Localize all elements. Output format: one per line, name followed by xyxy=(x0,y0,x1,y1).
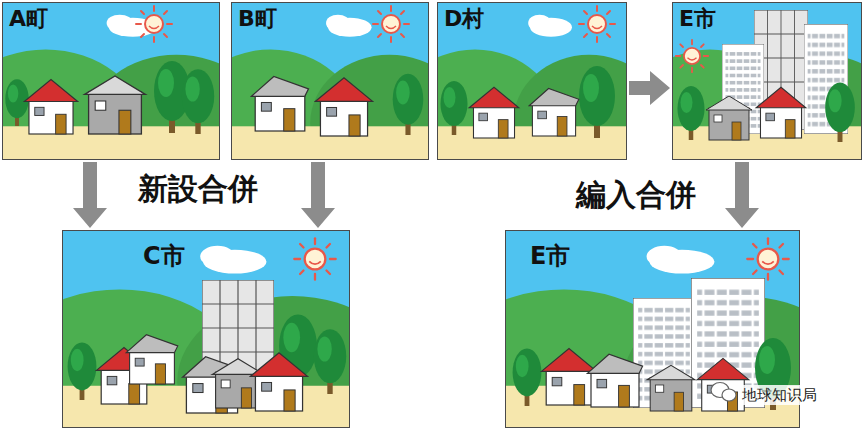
merge-arrow xyxy=(301,162,335,228)
municipality-name: C市 xyxy=(143,243,185,269)
merge-type-label: 新設合併 xyxy=(138,172,258,205)
municipality-name: D村 xyxy=(444,7,484,31)
merge-arrow xyxy=(629,71,670,105)
merge-arrow xyxy=(73,162,107,228)
municipality-name: E市 xyxy=(530,243,570,269)
municipality-name: B町 xyxy=(238,7,277,31)
municipality-panel: E市 xyxy=(672,2,862,160)
merge-type-label: 編入合併 xyxy=(576,178,696,211)
municipality-panel: A町 xyxy=(2,2,220,160)
municipality-name: A町 xyxy=(9,7,48,31)
watermark: 地球知识局 xyxy=(738,385,821,405)
municipality-panel: D村 xyxy=(437,2,627,160)
municipality-panel: C市 xyxy=(62,230,350,428)
merge-arrow xyxy=(725,162,759,228)
municipality-name: E市 xyxy=(679,7,716,31)
municipality-panel: B町 xyxy=(231,2,429,160)
